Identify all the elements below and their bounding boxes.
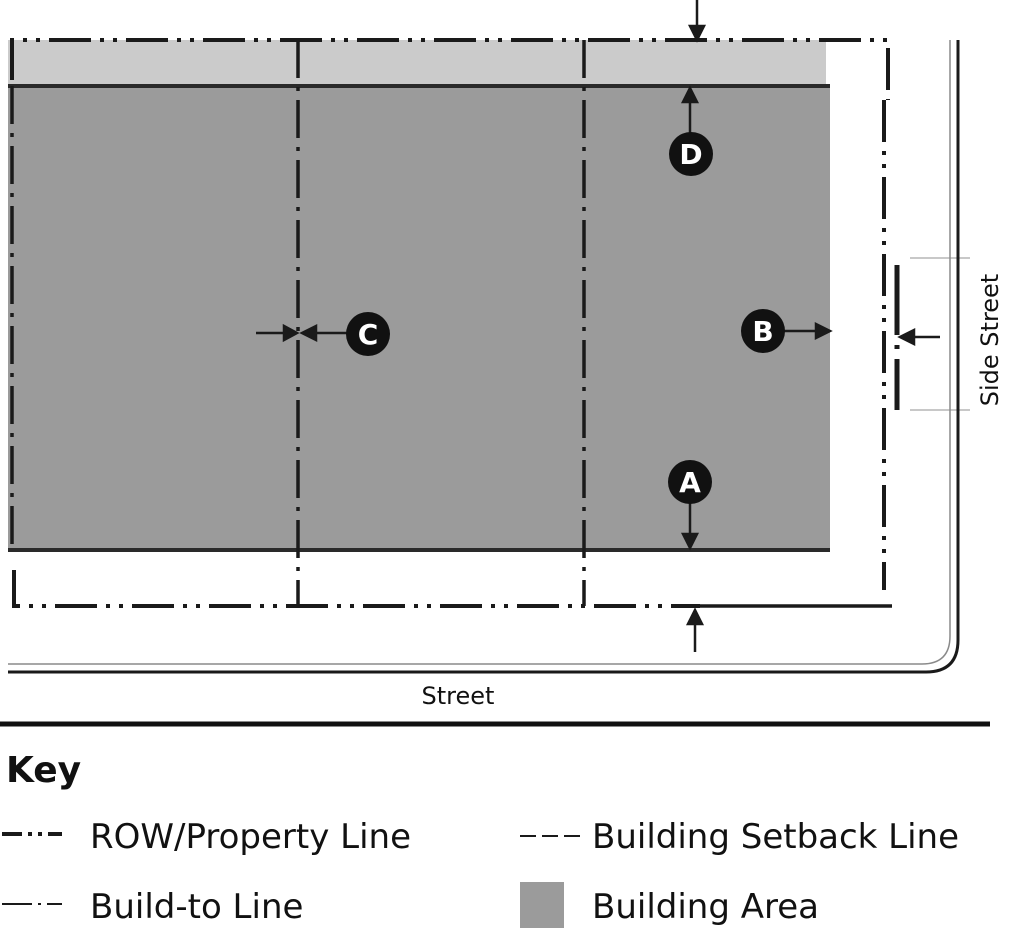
marker-c: C [346, 312, 390, 356]
setback-strip [8, 40, 826, 86]
key-label-row-property-line: ROW/Property Line [90, 817, 411, 857]
marker-a-label: A [679, 466, 701, 499]
key-label-building-setback-line: Building Setback Line [592, 817, 959, 857]
row-property-line [10, 38, 890, 608]
marker-c-label: C [358, 318, 379, 351]
street-label: Street [422, 682, 495, 710]
marker-b-label: B [752, 315, 773, 348]
marker-d-label: D [679, 138, 702, 171]
key-title: Key [6, 750, 81, 791]
street-curb-line-inner [8, 40, 951, 665]
marker-d: D [669, 132, 713, 176]
dimension-arrows [256, 0, 940, 652]
key-label-building-area: Building Area [592, 887, 819, 927]
key-swatch-building-area [520, 882, 564, 928]
street-curb-line [8, 40, 960, 674]
marker-a: A [668, 460, 712, 504]
key-label-build-to-line: Build-to Line [90, 887, 303, 927]
build-to-line [10, 40, 892, 608]
side-street-label: Side Street [976, 274, 1004, 406]
marker-b: B [741, 309, 785, 353]
